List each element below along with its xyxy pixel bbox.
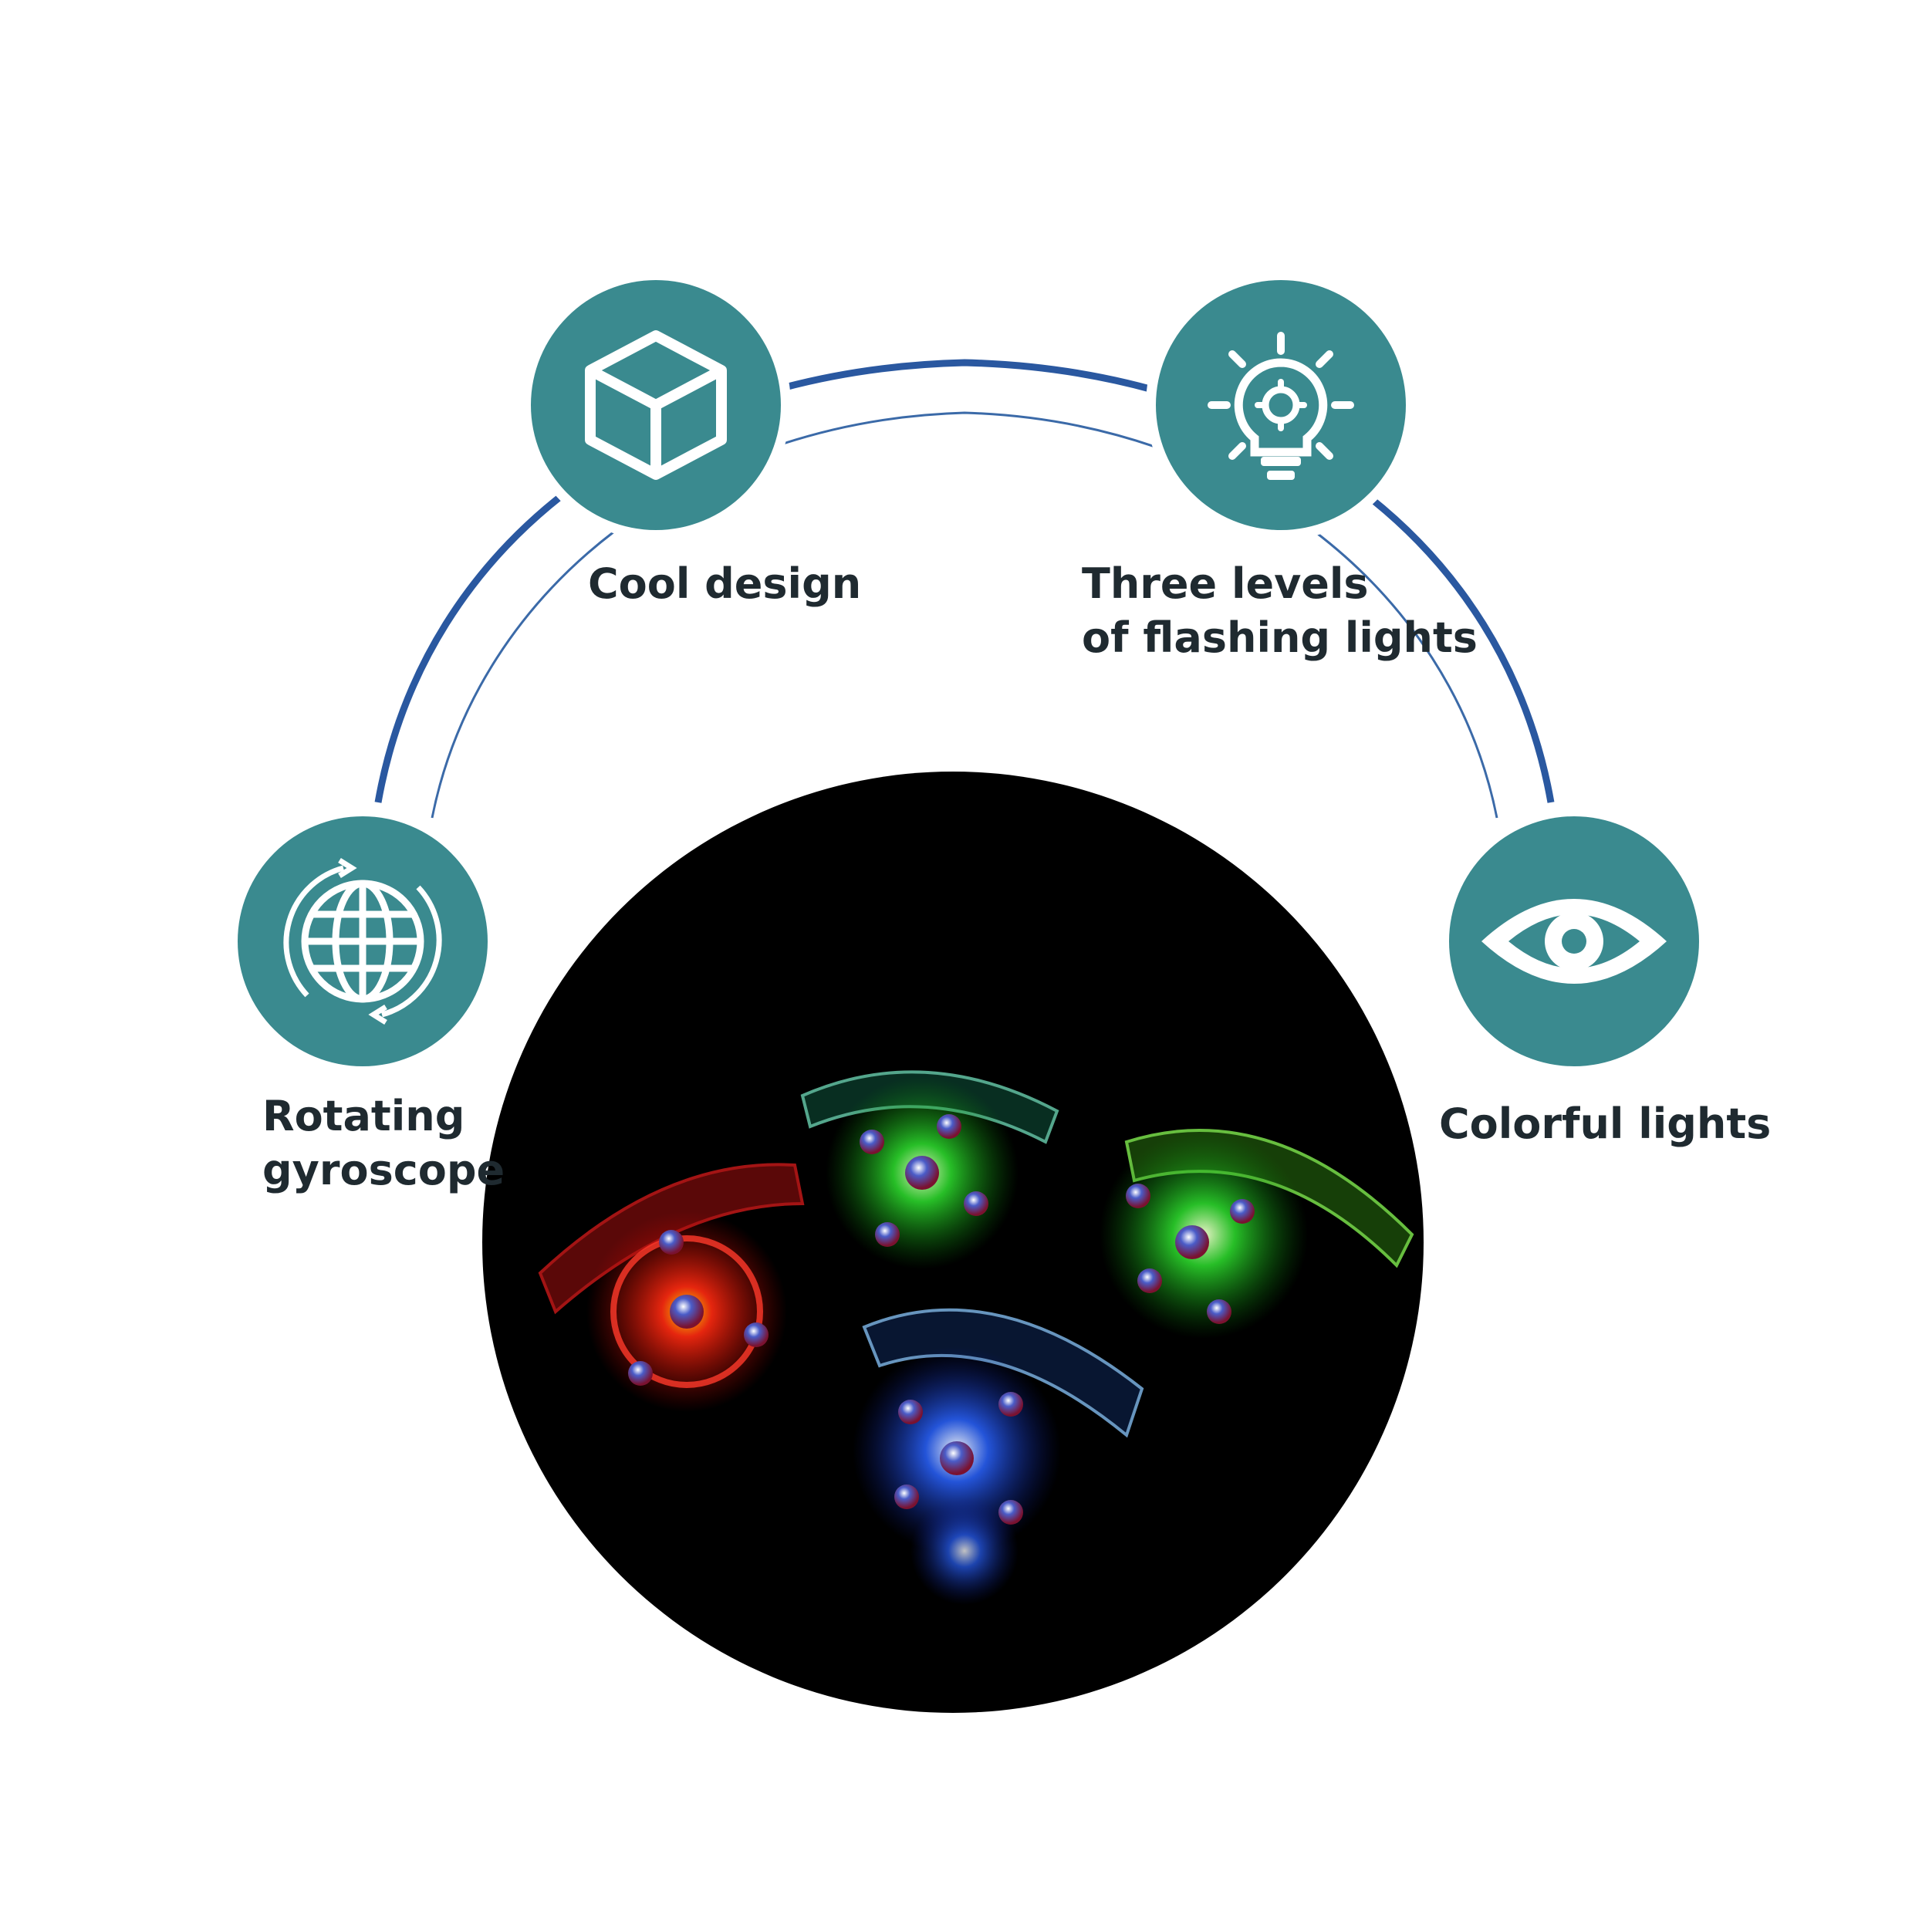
feature-label-line: gyroscope bbox=[262, 1146, 505, 1194]
eye-icon bbox=[1481, 899, 1667, 984]
rotating-globe-icon bbox=[283, 858, 442, 1025]
inner-arc bbox=[431, 411, 1498, 819]
feature-label-three-levels: Three levels of flashing lights bbox=[1082, 557, 1478, 665]
lightbulb-gear-icon bbox=[1208, 332, 1354, 480]
feature-label-line: of flashing lights bbox=[1082, 613, 1478, 662]
feature-label-line: Rotating bbox=[262, 1092, 465, 1140]
feature-label-cool-design: Cool design bbox=[588, 557, 861, 611]
three-levels-badge bbox=[1146, 270, 1416, 540]
blue-bracelet bbox=[853, 1308, 1144, 1605]
feature-label-colorful-lights: Colorful lights bbox=[1439, 1097, 1771, 1151]
cube-icon bbox=[585, 330, 727, 480]
feature-label-rotating-gyroscope: Rotating gyroscope bbox=[262, 1089, 505, 1197]
green-bracelet-right bbox=[1100, 1129, 1414, 1339]
colorful-lights-badge bbox=[1439, 806, 1709, 1076]
rotating-gyroscope-badge bbox=[228, 806, 498, 1076]
cool-design-badge bbox=[521, 270, 791, 540]
feature-label-line: Cool design bbox=[588, 559, 862, 608]
product-photo bbox=[482, 772, 1424, 1713]
green-bracelet-top bbox=[800, 1070, 1059, 1269]
feature-label-line: Colorful lights bbox=[1439, 1099, 1772, 1148]
feature-label-line: Three levels bbox=[1082, 559, 1369, 608]
red-bracelet bbox=[538, 1163, 805, 1412]
outer-arc bbox=[374, 359, 1555, 803]
